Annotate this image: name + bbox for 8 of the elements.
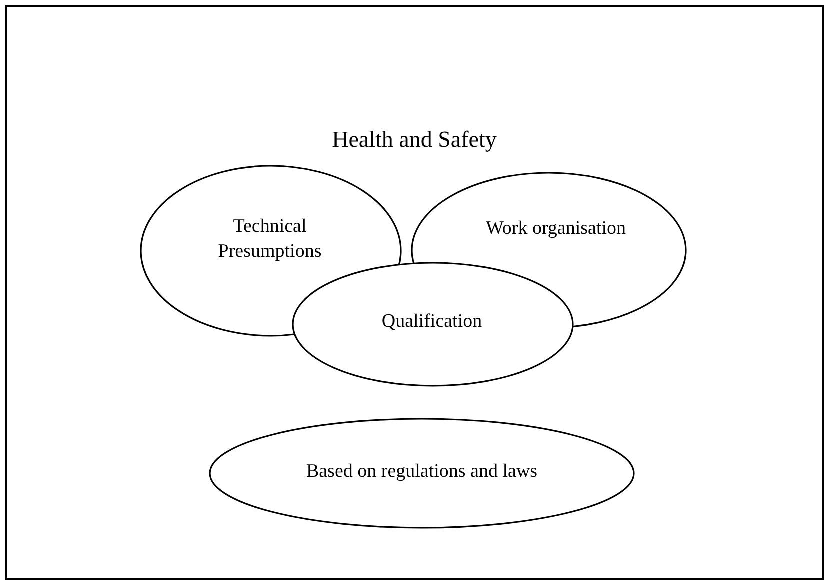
oval-node [292, 262, 574, 387]
frame-box [5, 5, 824, 580]
node-label: Work organisation [484, 217, 628, 241]
heading-text: Health and Safety [331, 126, 498, 154]
oval-node [209, 418, 635, 529]
node-label: Based on regulations and laws [305, 460, 539, 484]
node-label: Technical Presumptions [217, 215, 323, 264]
node-label: Qualification [380, 310, 484, 334]
